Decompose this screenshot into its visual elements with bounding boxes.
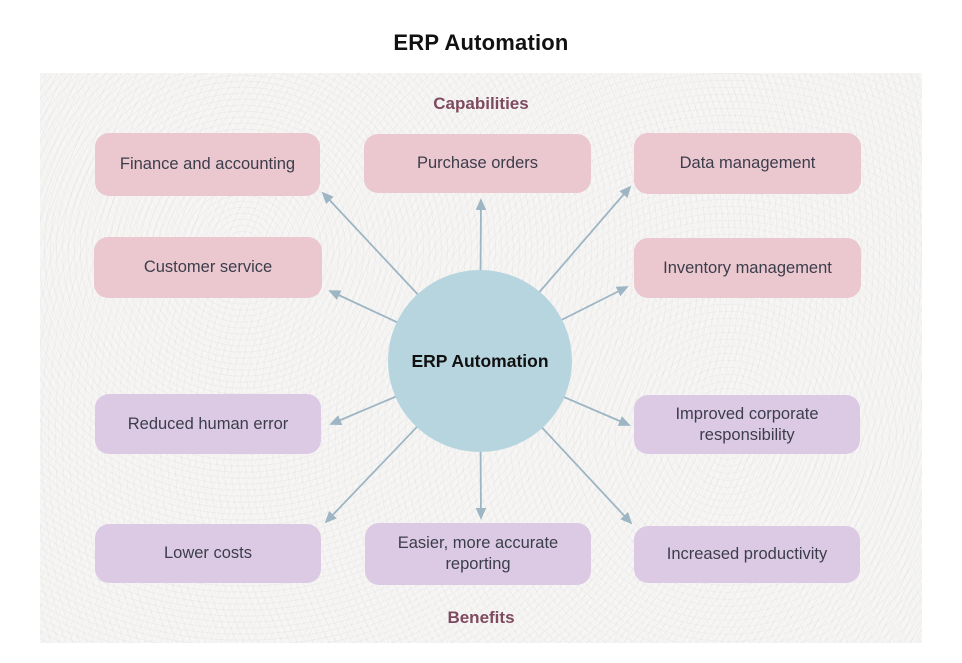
benefit-node-reduced-human-error: Reduced human error [95,394,321,454]
benefit-node-easier-more-accurate-reporting: Easier, more accurate reporting [365,523,591,585]
capability-node-customer-service: Customer service [94,237,322,298]
center-node-erp-automation: ERP Automation [388,270,572,452]
capability-node-inventory-management: Inventory management [634,238,861,298]
capabilities-section-label: Capabilities [433,94,529,113]
benefit-node-improved-corporate-responsibility: Improved corporate responsibility [634,395,860,454]
capability-node-finance-and-accounting: Finance and accounting [95,133,320,196]
benefits-section-label: Benefits [447,608,515,627]
benefit-node-increased-productivity: Increased productivity [634,526,860,583]
capability-node-data-management: Data management [634,133,861,194]
benefit-node-lower-costs: Lower costs [95,524,321,583]
capability-node-purchase-orders: Purchase orders [364,134,591,193]
page-title: ERP Automation [393,30,569,55]
center-node-label: ERP Automation [411,350,549,371]
